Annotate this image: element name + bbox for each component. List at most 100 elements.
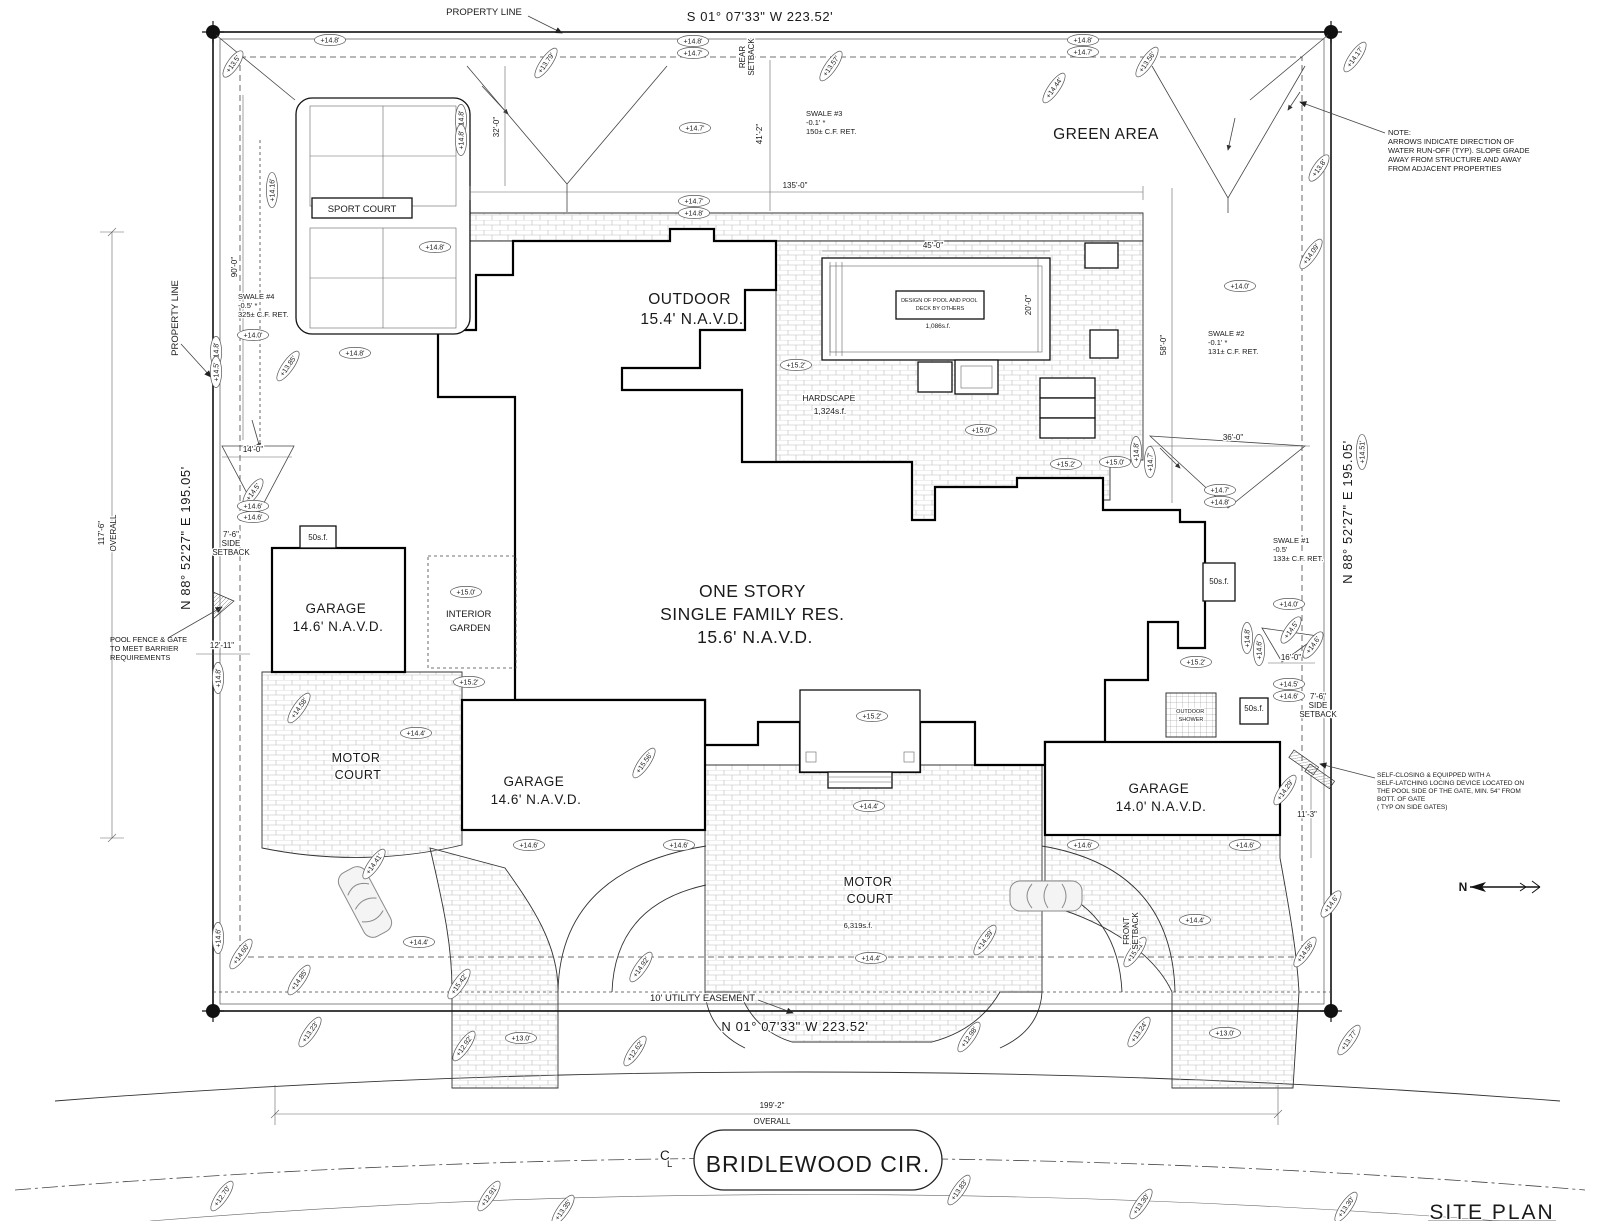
svg-text:+14.8': +14.8' [320, 37, 339, 44]
svg-text:+15.2': +15.2' [1056, 461, 1075, 468]
spot-elevation-marker: +14.8' [339, 347, 371, 359]
pool-fence-note: POOL FENCE & GATE TO MEET BARRIER REQUIR… [110, 635, 189, 662]
svg-text:+15.2': +15.2' [862, 713, 881, 720]
sheet-title: SITE PLAN [1429, 1201, 1554, 1221]
svg-text:+14.6': +14.6' [1279, 693, 1298, 700]
swale-2-label: SWALE #2 -0.1' * 131± C.F. RET. [1208, 329, 1258, 356]
garage-right-outline [1043, 740, 1282, 837]
spot-elevation-marker: +14.0' [1273, 598, 1305, 610]
spot-elevation-marker: +14.09' [1299, 238, 1323, 270]
spot-elevation-marker: +14.6' [1253, 634, 1265, 666]
svg-text:+14.8': +14.8' [458, 110, 465, 129]
spot-elevation-marker: +13.77' [1337, 1024, 1361, 1056]
svg-text:+14.0': +14.0' [1230, 283, 1249, 290]
svg-text:+14.7': +14.7' [685, 125, 704, 132]
spot-elevation-marker: +13.5' [222, 50, 244, 78]
svg-text:+14.6': +14.6' [669, 842, 688, 849]
dimension-label: 14'-0" [243, 445, 264, 454]
pool-note: DESIGN OF POOL AND POOL DECK BY OTHERS [901, 298, 979, 312]
dimension-label: FRONT [1122, 917, 1131, 945]
svg-text:+14.4': +14.4' [861, 955, 880, 962]
garage-left-outline [270, 546, 407, 674]
spot-elevation-marker: +14.44' [1042, 72, 1066, 104]
gate-symbol [212, 591, 235, 620]
spot-elevation-marker: +15.2' [1050, 458, 1082, 470]
spot-elevation-marker: +14.4' [855, 952, 887, 964]
spot-elevation-marker: +14.0' [237, 329, 269, 341]
dimension-label: 45'-0" [923, 241, 944, 250]
dimension-label: 32'-0" [492, 117, 501, 138]
spot-elevation-marker: +14.6' [1229, 839, 1261, 851]
spot-elevation-marker: +13.85' [276, 350, 300, 382]
garage-right-label: GARAGE 14.0' N.A.V.D. [1116, 781, 1207, 814]
spot-elevation-marker: +14.8' [1241, 622, 1253, 654]
svg-text:+14.7': +14.7' [683, 50, 702, 57]
right-bearing: N 88° 52'27" E 195.05' [1340, 440, 1355, 584]
svg-text:+15.0': +15.0' [1105, 459, 1124, 466]
svg-text:+14.0': +14.0' [1279, 601, 1298, 608]
svg-text:+14.5': +14.5' [1279, 681, 1298, 688]
dimension-label: SETBACK [1299, 710, 1337, 719]
spot-elevation-marker: +13.8' [1308, 154, 1330, 182]
spot-elevation-marker: +13.0' [505, 1032, 537, 1044]
svg-text:+14.6': +14.6' [243, 514, 262, 521]
centerline-symbol-sub: L [667, 1159, 672, 1170]
svg-text:+14.8': +14.8' [683, 38, 702, 45]
drainage-lines [215, 34, 1329, 663]
dimension-label: REAR [738, 46, 747, 68]
dimension-label: 7'-6" [223, 530, 239, 539]
dimension-label: 50s.f. [1209, 577, 1229, 586]
svg-text:+13.0': +13.0' [511, 1035, 530, 1042]
svg-text:+15.2': +15.2' [459, 679, 478, 686]
car-icon [337, 866, 393, 938]
interior-garden-outline [427, 555, 517, 669]
svg-text:+14.4': +14.4' [1185, 917, 1204, 924]
street-name: BRIDLEWOOD CIR. [706, 1151, 931, 1177]
north-label: N [1459, 880, 1468, 894]
spot-elevation-marker: +14.6' [237, 511, 269, 523]
dimension-label: 50s.f. [308, 533, 328, 542]
dimension-label: 50s.f. [1244, 704, 1264, 713]
spot-elevation-marker: +14.8' [678, 207, 710, 219]
dimension-label: 20'-0" [1024, 295, 1033, 316]
motor-court-bottom-paving [704, 764, 1043, 1043]
spot-elevation-marker: +14.6' [663, 839, 695, 851]
outdoor-shower-pad [1165, 692, 1217, 738]
spot-elevation-marker: +14.8' [1130, 436, 1142, 468]
svg-text:+14.8': +14.8' [345, 350, 364, 357]
spot-elevation-marker: +12.62' [623, 1035, 647, 1067]
spot-elevation-marker: +15.0' [1099, 456, 1131, 468]
top-bearing: S 01° 07'33" W 223.52' [687, 9, 834, 24]
svg-text:+14.8': +14.8' [215, 668, 222, 687]
spot-elevation-marker: +14.4' [1179, 914, 1211, 926]
storage-closet [1202, 562, 1236, 602]
spot-elevation-marker: +12.70' [210, 1180, 234, 1212]
svg-text:+14.8': +14.8' [1073, 37, 1092, 44]
svg-text:+14.6': +14.6' [243, 503, 262, 510]
corner-monument [202, 1000, 224, 1022]
street-name-bubble [693, 1129, 943, 1191]
walkway-strip [469, 212, 1144, 242]
spot-elevation-marker: +14.8' [1067, 34, 1099, 46]
spot-elevation-marker: +14.17' [1343, 41, 1367, 73]
dimension-label: OVERALL [109, 514, 118, 551]
spot-elevation-marker: +13.57' [819, 50, 843, 82]
car-icon [1009, 880, 1083, 912]
spot-elevation-marker: +14.6' [237, 500, 269, 512]
dimension-label: 90'-0" [230, 257, 239, 278]
motor-court-area-label: 6,319s.f. [844, 921, 873, 930]
svg-text:+14.4': +14.4' [859, 803, 878, 810]
spot-elevation-marker: +14.7' [677, 47, 709, 59]
svg-text:+14.51': +14.51' [1359, 441, 1366, 464]
residence-label: ONE STORY SINGLE FAMILY RES. 15.6' N.A.V… [660, 581, 850, 647]
svg-text:+14.16': +14.16' [269, 179, 276, 202]
svg-text:+14.7': +14.7' [1147, 452, 1154, 471]
svg-text:+14.4': +14.4' [406, 730, 425, 737]
spot-elevation-marker: +14.7' [678, 195, 710, 207]
spot-elevation-marker: +14.7' [679, 122, 711, 134]
spot-elevation-marker: +14.6' [1067, 839, 1099, 851]
cars [337, 866, 1083, 938]
svg-text:+14.4': +14.4' [409, 939, 428, 946]
